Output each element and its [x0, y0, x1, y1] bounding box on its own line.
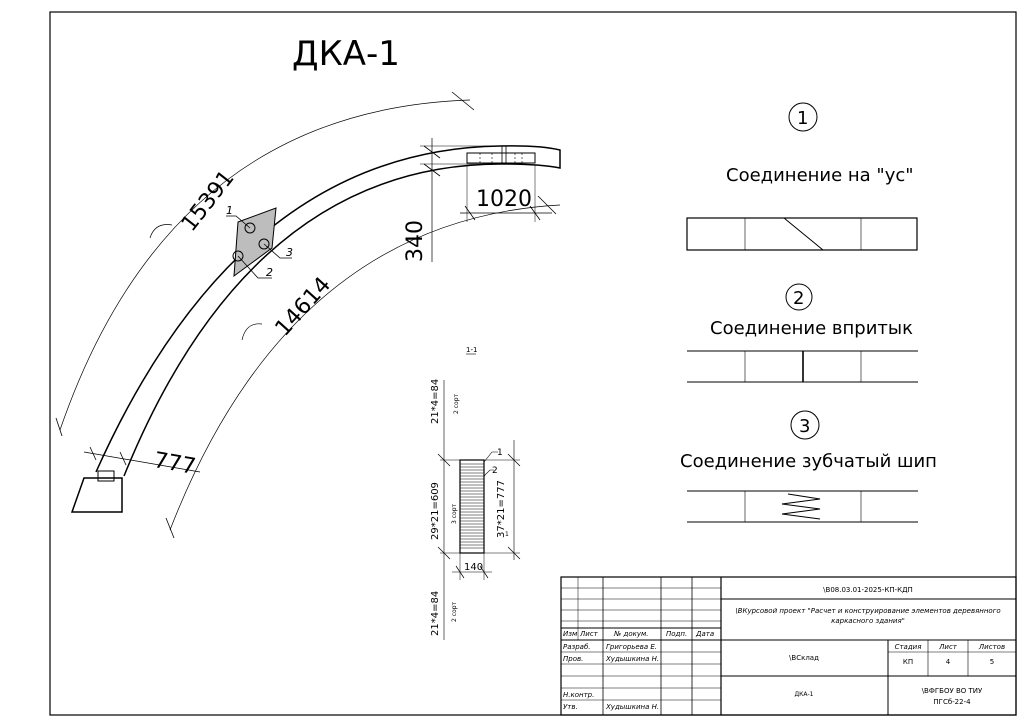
role-4: Утв. [563, 703, 578, 711]
sheet-value: 4 [946, 658, 951, 666]
splice-dim: 1020 [476, 187, 532, 212]
stage-label: Стадия [895, 643, 922, 651]
end-dim: 777 [152, 448, 198, 480]
callout-3: 3 [286, 246, 293, 259]
arch-elevation [55, 91, 561, 539]
section-rect [459, 459, 485, 554]
arch-inner-edge [123, 163, 501, 477]
depth-dim: 340 [403, 220, 428, 262]
header-date: Дата [695, 630, 714, 638]
arch-end-right [499, 145, 561, 169]
outer-dimension-arc [59, 99, 471, 431]
title-block [560, 576, 1017, 716]
joint-3-title: Соединение зубчатый шип [680, 451, 937, 472]
header-doc-no: № докум. [613, 630, 649, 638]
lamination-lines [460, 463, 484, 549]
callout-2: 2 [266, 266, 273, 279]
section-leader-2: 2 [492, 466, 498, 476]
joint-2-number: 2 [793, 288, 804, 309]
inner-arc-dim: 14614 [271, 272, 336, 341]
project-title: \ВКурсовой проект "Расчет и конструирова… [735, 607, 1000, 625]
role-3: Н.контр. [563, 691, 594, 699]
name-2: Худышкина Н. [605, 655, 659, 663]
joint-1-drawing [686, 217, 918, 251]
section-view [437, 353, 521, 640]
section-right-dim: 37*21=777 [496, 480, 507, 538]
header-izm: Изм [563, 630, 578, 638]
role-2: Пров. [563, 655, 583, 663]
sheet-name: ДКА-1 [794, 691, 813, 698]
drawing-title: ДКА-1 [292, 34, 400, 74]
name-1: Григорьева Е. [606, 643, 657, 651]
inner-dimension-arc [169, 204, 561, 531]
org-name: \ВФГБОУ ВО ТИУ [922, 687, 983, 695]
header-sign: Подп. [666, 630, 687, 638]
joint-details [686, 102, 918, 523]
joint-1-title: Соединение на "ус" [726, 165, 914, 186]
section-width: 140 [464, 562, 483, 573]
sheets-label: Листов [978, 643, 1005, 651]
section-top-dim: 21*4=84 [430, 379, 441, 424]
joint-3-number: 3 [799, 416, 810, 437]
header-list: Лист [579, 630, 599, 638]
section-mid-dim: 29*21=609 [430, 482, 441, 540]
outer-arc-dim: 15391 [177, 166, 240, 237]
splice-plate [466, 152, 536, 164]
joint-zone [233, 207, 277, 278]
section-bottom-grade: 2 сорт [451, 601, 458, 622]
callout-1: 1 [226, 204, 233, 217]
group-code: ПГСб-22-4 [933, 698, 971, 706]
joint-2-title: Соединение впритык [710, 318, 913, 339]
building-name: \ВСклад [789, 654, 819, 662]
section-leader-1: 1 [497, 448, 503, 458]
section-label: 1-1 [466, 346, 477, 354]
name-4: Худышкина Н. [605, 703, 659, 711]
section-leader-3: 1 [505, 531, 509, 538]
stage-value: КП [903, 658, 913, 666]
sheets-value: 5 [990, 658, 994, 666]
joint-1-number: 1 [797, 108, 808, 129]
section-bottom-dim: 21*4=84 [430, 591, 441, 636]
support-shoe [70, 477, 123, 513]
role-1: Разраб. [563, 643, 591, 651]
sheet-label: Лист [938, 643, 958, 651]
sheet-frame [49, 11, 1017, 716]
section-mid-grade: 3 сорт [451, 503, 458, 524]
doc-code: \В08.03.01-2025-КП-КДП [823, 586, 913, 594]
section-top-grade: 2 сорт [453, 393, 460, 414]
